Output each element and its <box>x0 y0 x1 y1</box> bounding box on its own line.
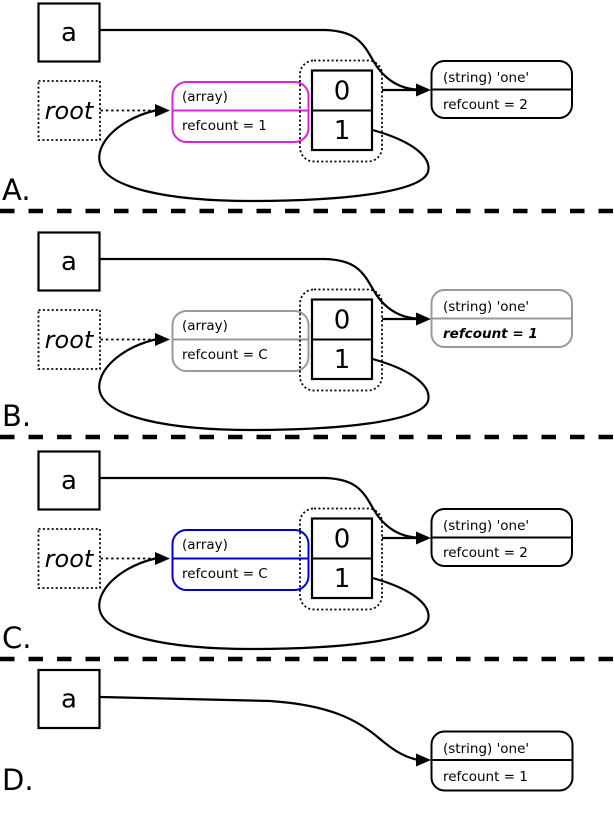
array-type-label: (array) <box>182 318 228 334</box>
cell-1-label: 1 <box>334 116 351 146</box>
array-node: (array) refcount = C <box>171 529 310 591</box>
panel-b: a root (array) refcount = C 0 1 (string)… <box>37 231 573 432</box>
panel-d-canvas: a (string) 'one' refcount = 1 D. <box>2 668 574 797</box>
array-cells: 0 1 <box>299 59 383 163</box>
panel-label: B. <box>2 399 31 432</box>
array-type-label: (array) <box>182 89 228 105</box>
panel-label: C. <box>2 621 31 654</box>
section-divider <box>0 434 614 440</box>
arrowhead-string-icon <box>416 83 431 97</box>
root-box <box>37 528 101 589</box>
string-refcount-label: refcount = 1 <box>443 326 538 342</box>
root-box-label: root <box>45 326 95 354</box>
var-box <box>37 2 101 63</box>
string-type-label: (string) 'one' <box>443 518 529 534</box>
panel-label: A. <box>2 173 31 206</box>
arrow-var-to-string <box>100 476 417 539</box>
section-divider <box>0 656 614 662</box>
arrow-cell1-to-array-loop <box>98 109 430 203</box>
array-refcount-label: refcount = 1 <box>182 118 267 134</box>
cell-1-label: 1 <box>334 345 351 375</box>
array-cells: 0 1 <box>299 507 383 611</box>
array-refcount-label: refcount = C <box>182 566 268 582</box>
string-refcount-label: refcount = 2 <box>443 545 528 561</box>
panel-c-canvas: a root (array) refcount = C 0 1 (string)… <box>2 450 573 654</box>
string-type-label: (string) 'one' <box>443 741 529 757</box>
arrowhead-string-icon <box>416 312 431 326</box>
string-node: (string) 'one' refcount = 2 <box>430 508 573 567</box>
var-box-label: a <box>61 685 77 715</box>
var-box <box>37 668 101 730</box>
var-box <box>37 231 101 292</box>
panel-label: D. <box>2 763 34 797</box>
cell-0-label: 0 <box>334 306 351 336</box>
panel-a-canvas: a root (array) refcount = 1 0 1 (string)… <box>2 2 573 206</box>
array-type-label: (array) <box>182 537 228 553</box>
arrowhead-array-icon <box>155 333 170 346</box>
cells-outline <box>299 507 383 611</box>
string-node: (string) 'one' refcount = 2 <box>430 60 573 119</box>
cells-outline <box>299 288 383 392</box>
array-node-border <box>171 529 310 591</box>
arrow-cell1-to-array-loop <box>98 557 430 651</box>
root-box <box>37 80 101 141</box>
arrow-var-to-string <box>100 28 417 91</box>
string-node: (string) 'one' refcount = 1 <box>430 289 573 348</box>
var-box-label: a <box>61 466 77 496</box>
arrowhead-array-icon <box>155 104 170 117</box>
array-node-border <box>171 81 310 143</box>
string-refcount-label: refcount = 2 <box>443 97 528 113</box>
cell-0-label: 0 <box>334 77 351 107</box>
array-node-border <box>171 310 310 372</box>
root-box <box>37 309 101 370</box>
arrow-var-to-string <box>100 257 417 320</box>
panel-d: a (string) 'one' refcount = 1 D. <box>2 668 574 797</box>
string-type-label: (string) 'one' <box>443 299 529 315</box>
var-box <box>37 450 101 511</box>
array-cells: 0 1 <box>299 288 383 392</box>
root-box-label: root <box>45 97 95 125</box>
panel-c: a root (array) refcount = C 0 1 (string)… <box>37 450 573 651</box>
section-divider <box>0 208 614 214</box>
root-box-label: root <box>45 545 95 573</box>
arrowhead-string-icon <box>416 753 431 767</box>
panel-b-canvas: a root (array) refcount = C 0 1 (string)… <box>2 231 573 432</box>
panel-a: a root (array) refcount = 1 0 1 (string)… <box>2 2 573 206</box>
array-node: (array) refcount = C <box>171 310 310 372</box>
string-refcount-label: refcount = 1 <box>443 769 528 785</box>
string-type-label: (string) 'one' <box>443 70 529 86</box>
arrow-var-to-string <box>99 695 417 761</box>
cell-0-label: 0 <box>334 525 351 555</box>
arrow-cell1-to-array-loop <box>98 338 430 432</box>
cell-1-label: 1 <box>334 564 351 594</box>
cells-outline <box>299 59 383 163</box>
var-box-label: a <box>61 18 77 48</box>
arrowhead-array-icon <box>155 552 170 565</box>
var-box-label: a <box>61 247 77 277</box>
array-refcount-label: refcount = C <box>182 347 268 363</box>
array-node: (array) refcount = 1 <box>171 81 310 143</box>
string-node: (string) 'one' refcount = 1 <box>430 730 574 792</box>
arrowhead-string-icon <box>416 531 431 545</box>
